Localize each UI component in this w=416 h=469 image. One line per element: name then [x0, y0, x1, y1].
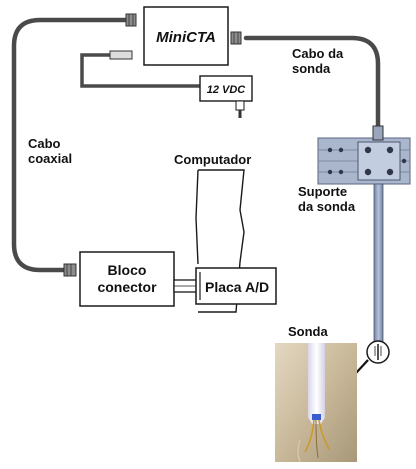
probe-cable-label-line1: Cabo da [292, 46, 344, 61]
connector-block-label-line2: conector [97, 279, 157, 295]
probe-support-label-line2: da sonda [298, 199, 356, 214]
coaxial-cable [11, 17, 135, 273]
probe-cable [243, 35, 381, 133]
minicta-label: MiniCTA [156, 29, 216, 46]
power-supply-label: 12 VDC [207, 84, 247, 96]
probe-rod [373, 183, 384, 343]
ribbon-cable [173, 279, 201, 293]
power-plug-minicta [109, 50, 133, 60]
power-cable [80, 53, 202, 88]
minicta-box [143, 6, 229, 66]
connector-block-box [79, 251, 175, 307]
bnc-connector-minicta-right [230, 31, 242, 45]
probe-cable-label-line2: sonda [292, 61, 331, 76]
probe-photo [275, 343, 357, 463]
probe-support-label-line1: Suporte [298, 184, 347, 199]
power-supply-box [199, 75, 253, 102]
probe-cable-connector [372, 125, 384, 141]
probe-support [317, 137, 411, 185]
coax-cable-label-line1: Cabo [28, 136, 61, 151]
power-plug-prong [235, 100, 245, 118]
ad-board [195, 267, 277, 305]
connector-block-label-line1: Bloco [108, 262, 147, 278]
probe-label: Sonda [288, 324, 328, 339]
bnc-connector-minicta-left [125, 13, 137, 27]
bnc-connector-bloco [63, 263, 77, 277]
computer-case [195, 169, 245, 313]
computer-label: Computador [174, 152, 251, 167]
coax-cable-label-line2: coaxial [28, 151, 72, 166]
ad-board-label: Placa A/D [205, 279, 269, 295]
